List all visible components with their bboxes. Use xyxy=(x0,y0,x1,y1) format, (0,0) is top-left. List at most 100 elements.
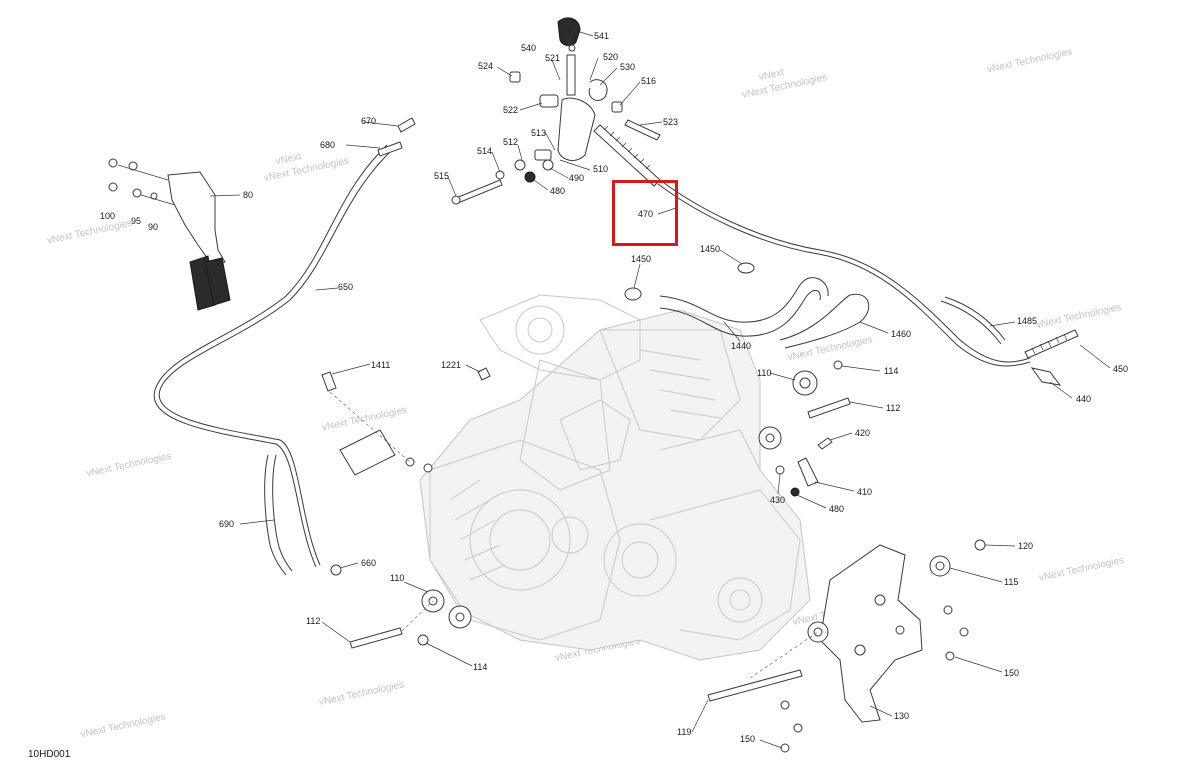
callout-524: 524 xyxy=(478,61,493,71)
callout-112-lower: 112 xyxy=(306,616,320,626)
callout-90: 90 xyxy=(148,222,158,232)
callout-1450-upper: 1450 xyxy=(700,244,720,254)
callout-516: 516 xyxy=(641,76,656,86)
leader-lines xyxy=(209,27,1111,749)
callout-680: 680 xyxy=(320,140,335,150)
callout-670: 670 xyxy=(361,116,376,126)
mount-bracket-130 xyxy=(819,544,923,723)
callout-660: 660 xyxy=(361,558,376,568)
callout-480-upper: 480 xyxy=(550,186,565,196)
fitting-1221 xyxy=(477,367,491,381)
callout-440: 440 xyxy=(1076,394,1091,404)
washer-430 xyxy=(775,465,785,475)
callout-1221: 1221 xyxy=(441,360,461,370)
bolt-112-upper xyxy=(807,397,851,419)
clamp-1450-a xyxy=(737,262,755,274)
sleeve-1485 xyxy=(944,296,1006,341)
hose-650 xyxy=(158,149,393,566)
callout-450: 450 xyxy=(1113,364,1128,374)
callout-490: 490 xyxy=(569,173,584,183)
watermark: vNext xyxy=(758,67,786,83)
callout-520: 520 xyxy=(603,52,618,62)
washer-120 xyxy=(974,539,986,551)
watermark: vNext Technologies xyxy=(1038,555,1125,584)
bracket-410 xyxy=(797,457,819,487)
callout-512: 512 xyxy=(503,137,518,147)
watermark: vNext Technologies xyxy=(80,712,167,741)
callout-115: 115 xyxy=(1004,577,1018,587)
watermark: vNext Technologies xyxy=(86,451,173,480)
callout-650: 650 xyxy=(338,282,353,292)
watermark: vNext Technologies xyxy=(986,47,1073,76)
callout-521: 521 xyxy=(545,53,560,63)
gear-115 xyxy=(929,555,951,577)
bracket-440 xyxy=(1030,367,1062,386)
callout-515: 515 xyxy=(434,171,449,181)
figure-code: 10HD001 xyxy=(28,749,71,760)
engine-ghost xyxy=(419,294,811,661)
callout-470: 470 xyxy=(638,209,653,219)
shift-knob-540 xyxy=(557,17,581,47)
bolt-420 xyxy=(817,437,833,450)
watermark: vNext Technologies xyxy=(321,405,408,434)
watermark: vNext Technologies xyxy=(46,218,133,247)
callout-1460: 1460 xyxy=(891,329,911,339)
hose-680 xyxy=(377,141,403,157)
callout-110-upper: 110 xyxy=(757,368,771,378)
callout-130: 130 xyxy=(894,711,909,721)
callout-110-lower: 110 xyxy=(390,573,404,583)
hose-690 xyxy=(264,454,287,576)
fitting-670 xyxy=(397,117,416,133)
callout-410: 410 xyxy=(857,487,872,497)
cable-470 xyxy=(659,179,1031,363)
hose-1460 xyxy=(779,293,870,349)
callout-80: 80 xyxy=(243,190,253,200)
callout-100: 100 xyxy=(100,211,115,221)
callout-513: 513 xyxy=(531,128,546,138)
shifter-assembly xyxy=(451,17,661,205)
callout-420: 420 xyxy=(855,428,870,438)
callout-114-lower: 114 xyxy=(473,662,487,672)
watermark: vNext xyxy=(275,151,303,167)
callout-430: 430 xyxy=(770,495,785,505)
callout-114-upper: 114 xyxy=(884,366,898,376)
gear-lower-right xyxy=(807,621,829,643)
callout-480-lower: 480 xyxy=(829,504,844,514)
callout-150-right: 150 xyxy=(1004,668,1019,678)
spring-450 xyxy=(1024,329,1079,359)
callout-1450-lower: 1450 xyxy=(631,254,651,264)
nut-480 xyxy=(790,487,800,497)
clamp-660 xyxy=(330,564,342,576)
callout-112-upper: 112 xyxy=(886,403,900,413)
washer-114 xyxy=(833,360,843,370)
callout-522: 522 xyxy=(503,105,518,115)
gear-middle xyxy=(758,426,782,450)
nut-114 xyxy=(417,634,429,646)
bolt-1411 xyxy=(321,371,337,392)
clamp-1450-b xyxy=(624,287,642,301)
watermark: vNext Technologies xyxy=(318,679,405,708)
callout-690: 690 xyxy=(219,519,234,529)
callout-530: 530 xyxy=(620,62,635,72)
callout-523: 523 xyxy=(663,117,678,127)
callout-150-bottom: 150 xyxy=(740,734,755,744)
callout-labels: 540 541 521 520 524 530 516 522 523 513 … xyxy=(100,31,1128,744)
callout-highlight-box xyxy=(612,180,678,246)
callout-120: 120 xyxy=(1018,541,1033,551)
callout-1440: 1440 xyxy=(731,341,751,351)
pedal-80 xyxy=(108,158,231,311)
callout-95: 95 xyxy=(131,216,141,226)
hose-1440 xyxy=(659,277,829,323)
callout-1485: 1485 xyxy=(1017,316,1037,326)
callout-119: 119 xyxy=(677,727,691,737)
bolt-119 xyxy=(707,669,803,702)
bracket-mid-left xyxy=(339,429,396,476)
watermark: vNext Technologies xyxy=(787,334,874,363)
watermark: vNext Technologies xyxy=(1035,302,1122,331)
callout-510: 510 xyxy=(593,164,608,174)
callout-1411: 1411 xyxy=(371,360,390,370)
callout-514: 514 xyxy=(477,146,492,156)
bolt-112-lower xyxy=(349,627,403,649)
spring-470 xyxy=(593,124,661,187)
